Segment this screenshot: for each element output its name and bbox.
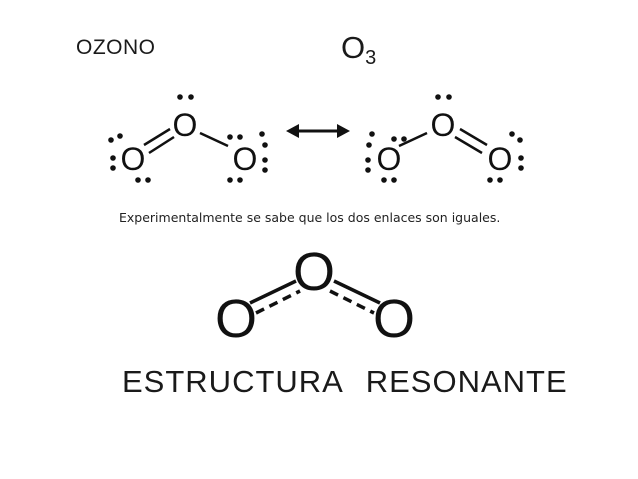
formula-subscript: 3 [365, 47, 377, 69]
left-oxygen: O [377, 141, 402, 177]
solid-bond-right [333, 279, 381, 305]
experimental-note: Experimentalmente se sabe que los dos en… [119, 210, 501, 225]
double-headed-arrow-icon [286, 124, 350, 138]
lone-pair-electrons [365, 94, 524, 183]
lone-pair-electrons [108, 94, 268, 183]
formula-symbol: O [341, 30, 366, 65]
central-oxygen: O [431, 107, 456, 143]
double-bond-line-b [148, 135, 175, 155]
resonance-hybrid-structure: O O O [215, 242, 415, 349]
resonance-structure-left: O O O [108, 94, 268, 183]
hybrid-right-oxygen: O [373, 289, 415, 349]
molecular-formula: O3 [341, 30, 376, 70]
slide-title: OZONO [76, 36, 156, 59]
left-oxygen: O [121, 141, 146, 177]
single-bond [398, 131, 428, 148]
single-bond [199, 131, 229, 148]
right-oxygen: O [233, 141, 258, 177]
double-bond-line-a [459, 127, 488, 147]
resonance-structure-right: O O O [365, 94, 524, 183]
resonance-structure-label: ESTRUCTURA RESONANTE [122, 364, 568, 399]
hybrid-left-oxygen: O [215, 289, 257, 349]
central-oxygen: O [173, 107, 198, 143]
partial-bond-right [329, 289, 375, 315]
partial-bond-left [255, 289, 301, 315]
hybrid-central-oxygen: O [293, 242, 335, 302]
double-bond-line-b [454, 135, 483, 155]
double-bond-line-a [143, 127, 171, 147]
solid-bond-left [249, 279, 297, 305]
right-oxygen: O [488, 141, 513, 177]
